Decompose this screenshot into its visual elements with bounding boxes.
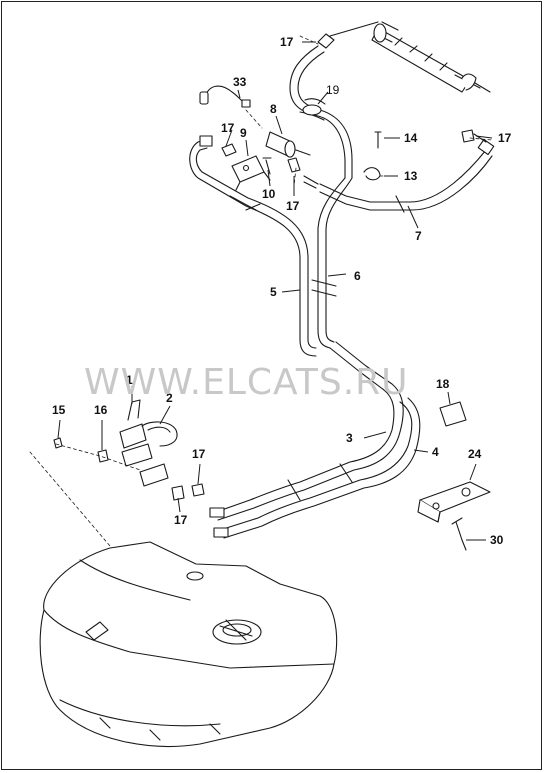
label-17: 17	[192, 447, 206, 461]
bolt-10	[262, 157, 272, 175]
label-6: 6	[354, 269, 361, 283]
clamp-17-mid	[287, 157, 301, 173]
label-30: 30	[490, 533, 504, 547]
label-17: 17	[280, 35, 294, 49]
clamp-17-right	[461, 129, 475, 143]
label-leaders	[57, 41, 493, 541]
bolt-14	[374, 131, 382, 149]
pipe-7	[319, 138, 495, 213]
hose-19	[289, 45, 353, 179]
bracket-9	[231, 155, 271, 191]
label-16: 16	[94, 403, 108, 417]
sensor-33	[199, 85, 251, 108]
clamp-17-top	[317, 33, 335, 49]
label-10: 10	[262, 187, 276, 201]
pipe-4	[209, 397, 421, 539]
pad-18	[439, 401, 467, 427]
clamp-17-lower-b	[171, 485, 185, 501]
fuel-filter-8	[265, 131, 311, 158]
label-1: 1	[126, 373, 133, 387]
label-19: 19	[326, 83, 340, 97]
label-17: 17	[174, 513, 188, 527]
label-3: 3	[346, 431, 353, 445]
clip-13	[363, 167, 381, 181]
label-9: 9	[240, 126, 247, 140]
bracket-24	[417, 481, 491, 523]
label-5: 5	[270, 285, 277, 299]
connector-mid	[303, 175, 319, 189]
leader-lines	[29, 35, 493, 641]
pump-lines-1-2	[119, 399, 178, 487]
part-16	[97, 449, 109, 463]
label-17: 17	[221, 121, 235, 135]
clamp-17-lower-a	[191, 483, 205, 497]
label-17: 17	[498, 131, 512, 145]
pipe-3	[215, 341, 404, 521]
label-2: 2	[166, 391, 173, 405]
label-17: 17	[286, 199, 300, 213]
part-15	[53, 437, 63, 449]
fuel-rail	[371, 21, 491, 93]
label-24: 24	[468, 447, 482, 461]
clamp-17-left	[221, 143, 237, 157]
label-7: 7	[415, 229, 422, 243]
part-labels: 17 33 19 8 17 9 14 17 13 10 17 7 6 5 1 1…	[52, 35, 512, 547]
label-33: 33	[233, 75, 247, 89]
label-13: 13	[404, 169, 418, 183]
bolt-30	[451, 517, 467, 551]
label-18: 18	[436, 377, 450, 391]
rail-feed-line	[329, 21, 379, 37]
pipe-5	[189, 135, 317, 357]
label-14: 14	[404, 131, 418, 145]
label-15: 15	[52, 403, 66, 417]
label-8: 8	[270, 102, 277, 116]
label-4: 4	[432, 445, 439, 459]
fuel-tank	[39, 541, 338, 747]
